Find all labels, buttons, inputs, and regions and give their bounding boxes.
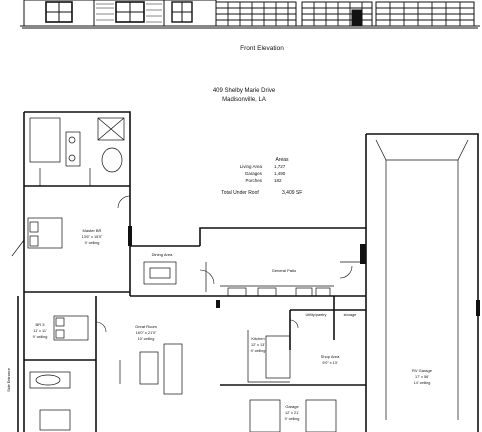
area-value: 182 — [274, 178, 282, 183]
dining-name: Dining Area — [152, 252, 173, 257]
rv-garage-name: RV Garage — [412, 368, 433, 373]
rv-garage-ceiling: 14' ceiling — [414, 381, 431, 385]
master-br-name: Master BR — [83, 228, 102, 233]
great-room-ceiling: 10' ceiling — [138, 337, 155, 341]
shop-name: Shop Area — [321, 354, 340, 359]
plan-fixtures — [11, 117, 469, 432]
kitchen-dims: 12' x 13' — [251, 343, 265, 347]
great-room-name: Great Room — [135, 324, 157, 329]
br3-dims: 11' x 11' — [33, 329, 47, 333]
area-value: 1,490 — [274, 171, 286, 176]
areas-header: Areas — [275, 157, 289, 163]
master-br-dims: 13'6" x 15'0" — [82, 235, 103, 239]
master-br-ceiling: 9' ceiling — [85, 241, 100, 245]
plan-doors — [95, 195, 353, 333]
areas-table: Areas Living Area 1,727 Garages 1,490 Po… — [221, 157, 302, 196]
plan-wall-hatches — [128, 226, 480, 316]
shop-dims: 9'0" x 13' — [322, 361, 338, 365]
rv-garage-dims: 17' x 56' — [415, 375, 429, 379]
br3-ceiling: 9' ceiling — [33, 335, 48, 339]
project-address: 409 Shelby Marie Drive — [213, 88, 276, 94]
br3-name: BR 3 — [36, 322, 46, 327]
area-label: Garages — [245, 171, 263, 176]
area-label: Porches — [245, 178, 262, 183]
kitchen-name: Kitchen — [251, 336, 264, 341]
area-value: 1,727 — [274, 164, 286, 169]
area-total-value: 3,409 SF — [282, 190, 302, 196]
room-labels: Master BR 13'6" x 15'0" 9' ceiling Dinin… — [7, 228, 433, 421]
garage-name: Garage — [285, 404, 299, 409]
storage-name: storage — [344, 313, 357, 317]
great-room-dims: 16'0" x 21'0" — [136, 331, 157, 335]
elevation-caption: Front Elevation — [240, 45, 284, 52]
garage-ceiling: 9' ceiling — [285, 417, 300, 421]
general-patio-name: General Patio — [272, 268, 297, 273]
kitchen-ceiling: 9' ceiling — [251, 349, 266, 353]
area-total-label: Total Under Roof — [221, 190, 259, 196]
project-city: Madisonville, LA — [222, 97, 266, 103]
area-label: Living Area — [240, 164, 263, 169]
utility-name: Utility/pantry — [306, 313, 327, 317]
front-elevation — [20, 0, 480, 29]
side-entrance-label: Side Entrance — [7, 368, 11, 392]
garage-dims: 12' x 21' — [285, 411, 299, 415]
